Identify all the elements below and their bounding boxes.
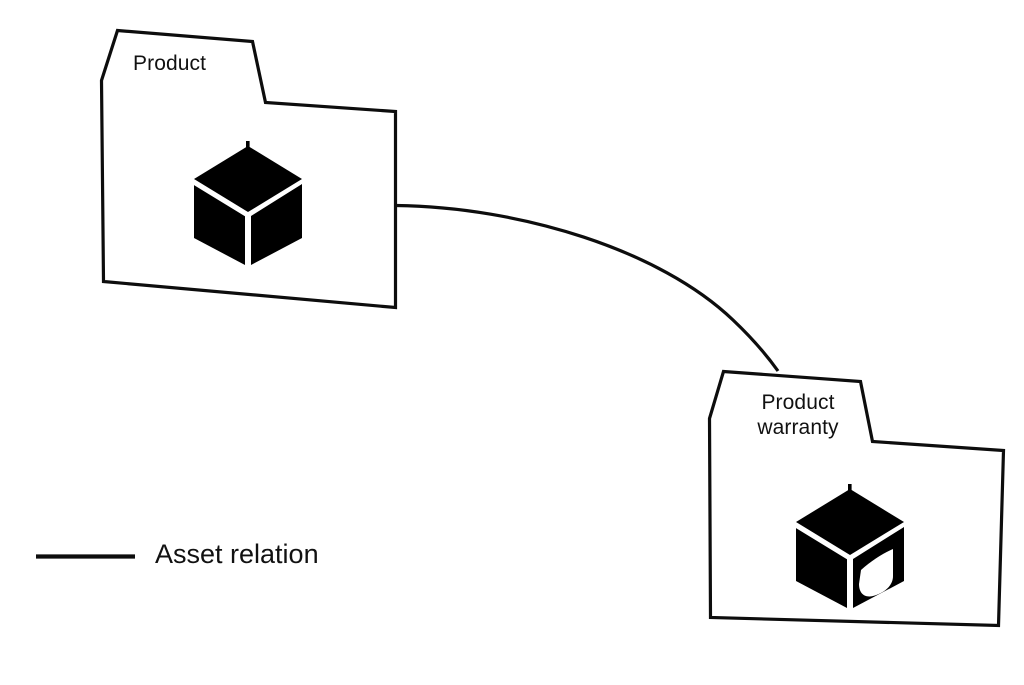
legend-label-asset-relation: Asset relation <box>155 539 319 569</box>
product-node-label: Product <box>133 52 207 75</box>
warranty-label-line-1: Product <box>761 391 835 414</box>
edge-product-to-product-warranty[interactable] <box>395 203 780 372</box>
node-product-warranty[interactable] <box>707 369 1006 628</box>
node-product[interactable] <box>99 28 398 310</box>
cube-icon <box>193 141 302 266</box>
cube-shield-icon <box>795 484 904 609</box>
warranty-label-line-2: warranty <box>757 416 839 439</box>
